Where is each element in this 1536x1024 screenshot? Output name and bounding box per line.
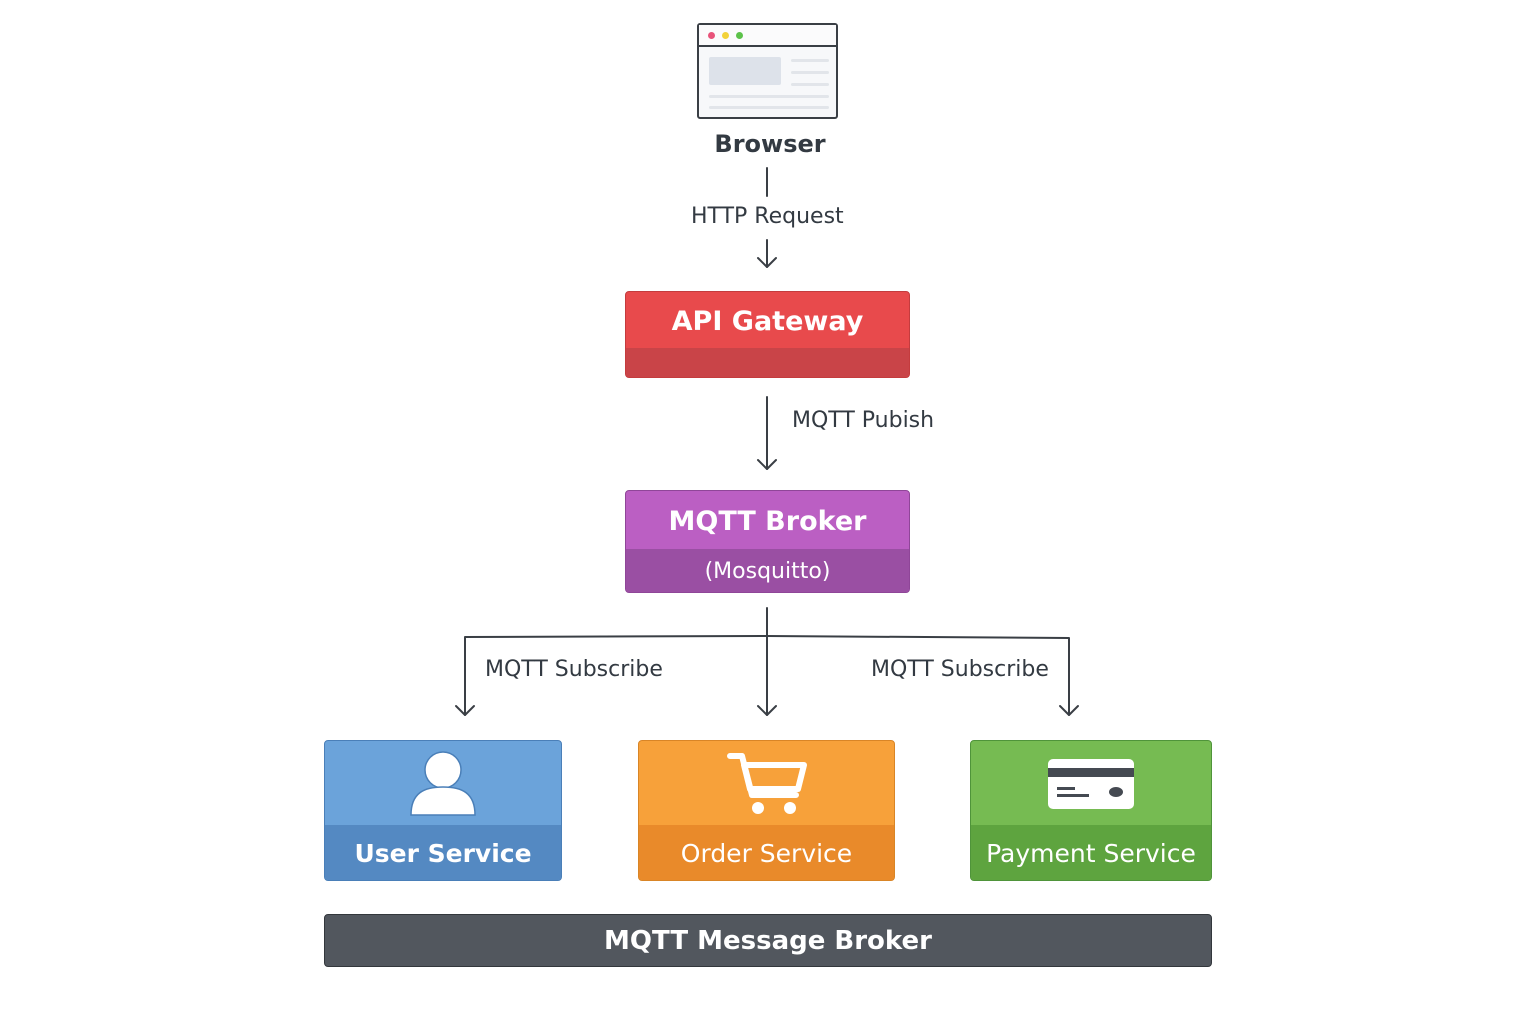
payment-service-icon-area — [971, 741, 1211, 827]
arrowhead-payment — [1059, 705, 1079, 716]
mqtt-broker-node: MQTT Broker (Mosquitto) — [625, 490, 910, 593]
arrowhead-order — [757, 705, 777, 716]
mqtt-broker-title: MQTT Broker — [668, 505, 867, 537]
message-broker-bar: MQTT Message Broker — [324, 914, 1212, 967]
minimize-dot-icon — [722, 32, 729, 39]
user-service-label: User Service — [325, 825, 561, 880]
payment-service-label: Payment Service — [971, 825, 1211, 880]
payment-service-node: Payment Service — [970, 740, 1212, 881]
user-icon — [410, 751, 476, 816]
order-service-label: Order Service — [639, 825, 894, 880]
user-service-icon-area — [325, 741, 561, 827]
credit-card-icon — [1048, 759, 1134, 809]
user-service-node: User Service — [324, 740, 562, 881]
api-gateway-node: API Gateway — [625, 291, 910, 378]
arrowhead-publish — [757, 459, 777, 470]
close-dot-icon — [708, 32, 715, 39]
browser-window-icon — [697, 23, 838, 119]
edge-label-subscribe-left: MQTT Subscribe — [485, 657, 663, 682]
text-line — [709, 95, 829, 98]
arrowhead-http — [757, 257, 777, 268]
maximize-dot-icon — [736, 32, 743, 39]
browser-titlebar — [699, 25, 836, 47]
mqtt-broker-subtitle: (Mosquitto) — [626, 549, 909, 592]
text-line — [791, 83, 829, 86]
text-line — [791, 59, 829, 62]
api-gateway-footer — [626, 348, 909, 377]
shopping-cart-icon — [726, 753, 807, 814]
edge-branch — [464, 635, 1070, 716]
arrowhead-user — [455, 705, 475, 716]
text-line — [791, 71, 829, 74]
order-service-node: Order Service — [638, 740, 895, 881]
text-line — [709, 106, 829, 109]
edge-label-publish: MQTT Pubish — [792, 408, 935, 433]
api-gateway-title: API Gateway — [671, 305, 864, 337]
edge-label-subscribe-right: MQTT Subscribe — [871, 657, 1049, 682]
image-placeholder — [709, 57, 781, 85]
edge-label-http: HTTP Request — [691, 204, 844, 229]
order-service-icon-area — [639, 741, 894, 827]
browser-label: Browser — [714, 130, 826, 158]
